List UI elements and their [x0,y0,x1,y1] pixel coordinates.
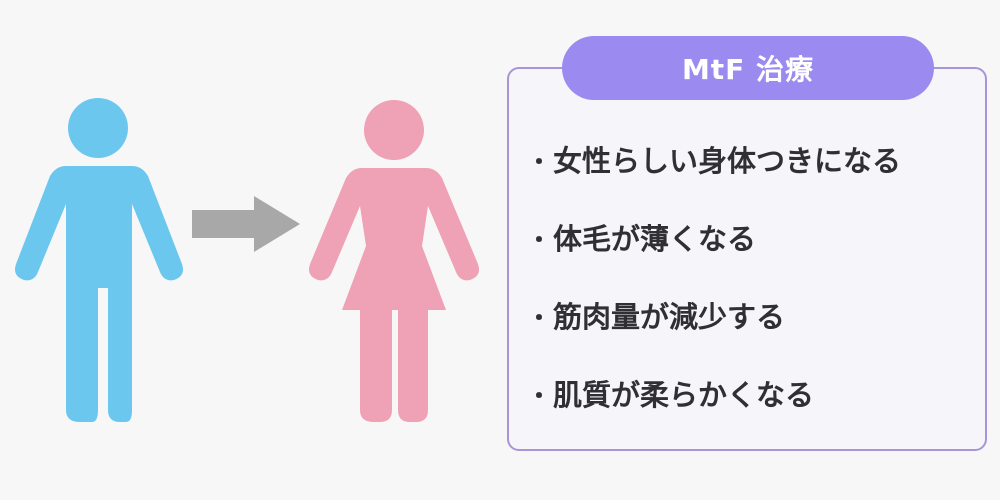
effect-text: 女性らしい身体つきになる [553,144,902,178]
female-figure-icon [300,96,490,426]
list-item: ・ 女性らしい身体つきになる [527,120,901,198]
effect-text: 肌質が柔らかくなる [553,378,815,412]
info-panel [507,67,987,451]
panel-title: MtF 治療 [562,36,934,100]
bullet: ・ [527,225,551,254]
list-item: ・ 肌質が柔らかくなる [527,354,901,432]
list-item: ・ 筋肉量が減少する [527,276,901,354]
bullet: ・ [527,303,551,332]
bullet: ・ [527,381,551,410]
list-item: ・ 体毛が薄くなる [527,198,901,276]
effects-list: ・ 女性らしい身体つきになる ・ 体毛が薄くなる ・ 筋肉量が減少する ・ 肌質… [527,120,901,432]
effect-text: 体毛が薄くなる [553,222,757,256]
effect-text: 筋肉量が減少する [553,300,786,334]
male-figure-icon [8,96,188,426]
arrow-right-icon [192,196,302,256]
bullet: ・ [527,147,551,176]
